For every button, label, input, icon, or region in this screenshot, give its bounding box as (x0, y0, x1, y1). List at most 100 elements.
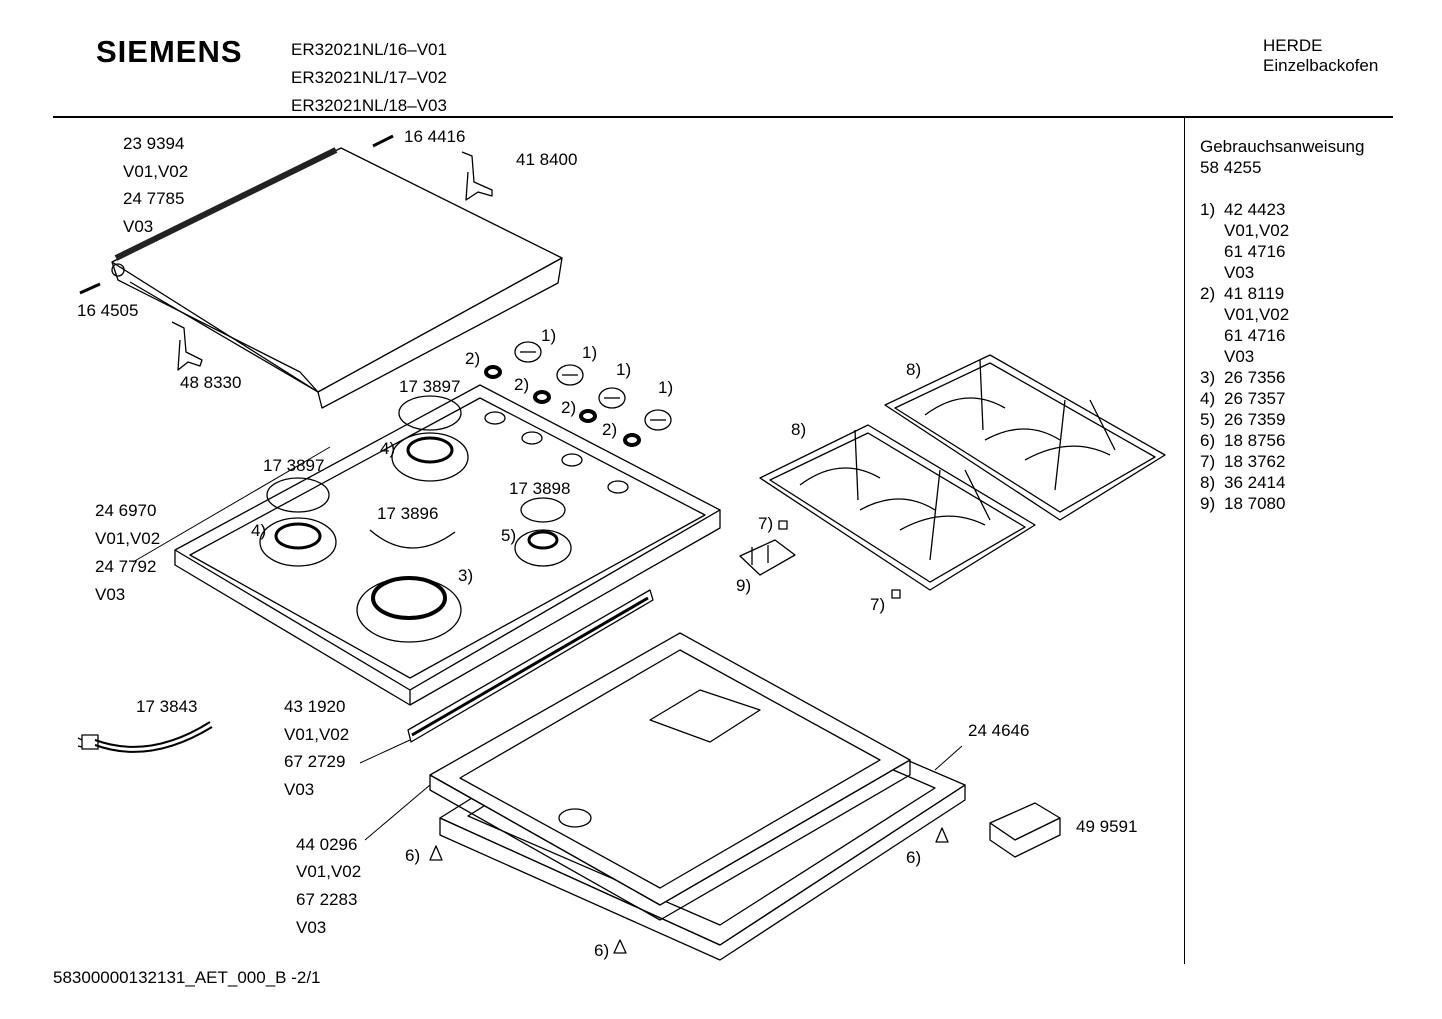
label-strip-part: 43 1920 (284, 697, 346, 716)
legend-value: 18 7080 (1224, 494, 1286, 513)
legend-row: 3)26 7356 (1200, 367, 1289, 388)
manual-label: Gebrauchsanweisung (1200, 137, 1365, 156)
sealing-strip (407, 589, 654, 743)
legend-value: V03 (1224, 347, 1255, 366)
legend-key: 6) (1200, 431, 1216, 450)
callout-1a: 1) (541, 326, 557, 345)
callout-7a: 7) (758, 514, 774, 533)
legend-row: 5) 26 7359 (1200, 409, 1289, 430)
legend-value: 26 7357 (1224, 389, 1286, 408)
document-id: 58300000132131_AET_000_B -2/1 (53, 968, 321, 987)
label-hob-version: V01,V02 (95, 529, 161, 548)
callout-4b: 4) (251, 521, 267, 540)
legend-value: V03 (1224, 263, 1255, 282)
label-lid-part: 23 9394 (123, 134, 185, 153)
callout-6b: 6) (906, 848, 922, 867)
callout-5: 5) (501, 526, 517, 545)
label-hob-version2: V03 (95, 585, 126, 604)
label-strip-version: V01,V02 (284, 725, 350, 744)
knob-rings (484, 365, 641, 447)
label-hob-part: 24 6970 (95, 501, 157, 520)
callout-2b: 2) (514, 375, 530, 394)
legend-value: 42 4423 (1224, 200, 1286, 219)
legend-value: 18 3762 (1224, 452, 1286, 471)
callout-9: 9) (736, 576, 752, 595)
legend-row: 2) 41 8119 (1200, 283, 1289, 304)
callout-2c: 2) (561, 398, 577, 417)
legend-value: 36 2414 (1224, 473, 1286, 492)
power-cable (77, 721, 213, 753)
label-cap-a: 17 3897 (399, 377, 461, 396)
legend-row: V03 (1200, 262, 1289, 283)
legend-value: 26 7359 (1224, 410, 1286, 429)
label-hinge-right: 41 8400 (516, 150, 578, 169)
hob-plate (174, 384, 721, 706)
manual-number: 58 4255 (1200, 158, 1262, 177)
feet (429, 827, 949, 954)
callout-2d: 2) (602, 420, 618, 439)
label-box: 49 9591 (1076, 817, 1138, 836)
pan-support-rear (884, 354, 1166, 521)
legend-key: 4) (1200, 389, 1216, 408)
brand-logo: SIEMENS (96, 34, 243, 69)
label-frame-version2: V03 (296, 918, 327, 937)
screw-top (372, 134, 394, 148)
label-screw-top: 16 4416 (404, 127, 466, 146)
label-screw-left: 16 4505 (77, 301, 139, 320)
label-hob-part2: 24 7792 (95, 557, 157, 576)
header-rule (53, 116, 1393, 118)
legend-key: 1) (1200, 200, 1216, 219)
callout-1b: 1) (582, 343, 598, 362)
legend-value: 18 8756 (1224, 431, 1286, 450)
label-cap-d: 17 3898 (509, 479, 571, 498)
legend-key: 3) (1200, 368, 1216, 387)
model-line-3: ER32021NL/18–V03 (291, 96, 447, 115)
pan-support-front (759, 424, 1036, 591)
label-frame-part2: 67 2283 (296, 890, 358, 909)
legend-key: 5) (1200, 410, 1216, 429)
ignition-block (739, 539, 796, 576)
sidebar-divider (1184, 118, 1185, 964)
leader-lines (132, 446, 963, 841)
lid-cover (111, 147, 563, 409)
legend-key: 7) (1200, 452, 1216, 471)
hinge-left (171, 321, 203, 371)
callout-3: 3) (458, 566, 474, 585)
small-clip-2 (891, 589, 901, 599)
legend-value: V01,V02 (1224, 305, 1290, 324)
label-lid-part2: 24 7785 (123, 189, 185, 208)
callout-1c: 1) (616, 360, 632, 379)
legend-value: 41 8119 (1224, 284, 1285, 303)
label-cap-c: 17 3896 (377, 504, 439, 523)
hinge-right (461, 151, 493, 201)
category-subtitle: Einzelbackofen (1263, 56, 1379, 75)
legend-row: V03 (1200, 346, 1289, 367)
legend-key: 8) (1200, 473, 1216, 492)
callout-6c: 6) (594, 941, 610, 960)
label-hinge-left: 48 8330 (180, 373, 242, 392)
model-line-2: ER32021NL/17–V02 (291, 68, 447, 87)
callout-7b: 7) (870, 595, 886, 614)
legend-value: 61 4716 (1224, 326, 1286, 345)
legend-row: 8) 36 2414 (1200, 472, 1289, 493)
callout-4a: 4) (380, 439, 396, 458)
legend-row: 1) 42 4423 (1200, 199, 1289, 220)
category-title: HERDE (1263, 36, 1323, 55)
legend-row: 61 4716 (1200, 241, 1289, 262)
legend-row: V01,V02 (1200, 220, 1289, 241)
label-tray: 24 4646 (968, 721, 1030, 740)
legend-key: 2) (1200, 284, 1216, 303)
callout-8b: 8) (791, 420, 807, 439)
control-box (989, 802, 1061, 858)
legend-value: V01,V02 (1224, 221, 1290, 240)
small-clip-1 (778, 520, 788, 530)
label-strip-version2: V03 (284, 780, 315, 799)
label-frame-part: 44 0296 (296, 835, 358, 854)
callout-8a: 8) (906, 360, 922, 379)
callout-2a: 2) (465, 349, 481, 368)
label-frame-version: V01,V02 (296, 862, 362, 881)
label-strip-part2: 67 2729 (284, 752, 346, 771)
callout-1d: 1) (658, 378, 674, 397)
